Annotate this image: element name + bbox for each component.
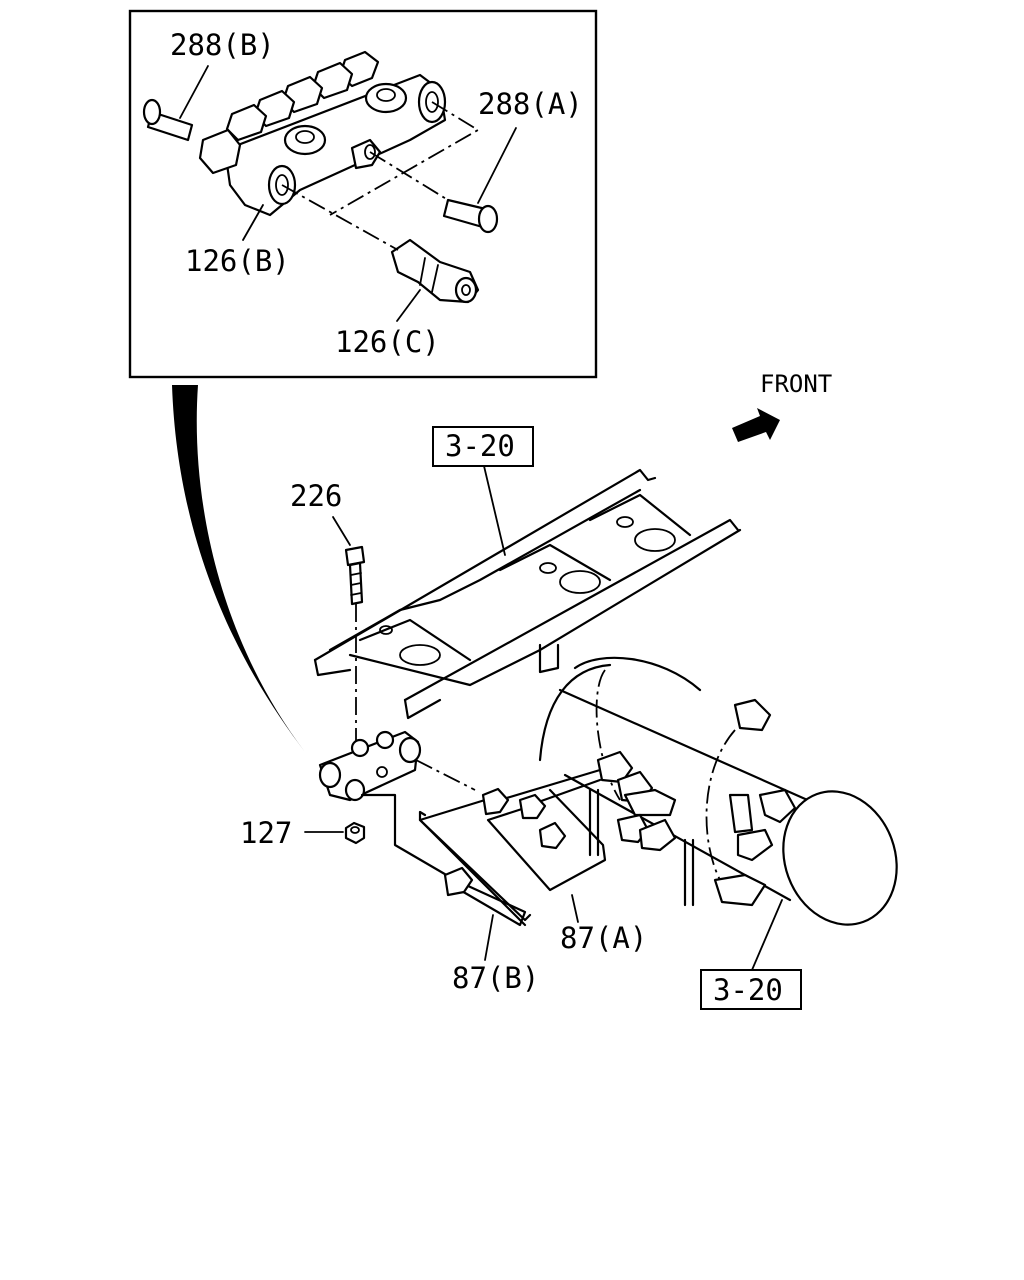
label-127: 127 — [240, 816, 292, 850]
bolt-226 — [344, 545, 366, 606]
nut-127 — [344, 821, 366, 845]
label-87a: 87(A) — [560, 921, 647, 955]
air-tank — [538, 656, 898, 926]
fitting-126c — [390, 238, 480, 304]
label-126c: 126(C) — [335, 325, 440, 359]
manifold-assembly — [318, 730, 422, 802]
pipe-87a — [418, 768, 607, 922]
front-label: FRONT — [760, 370, 832, 398]
frame-crossmember — [313, 468, 742, 720]
pin-288b — [142, 98, 194, 142]
pipe-87b — [360, 793, 527, 927]
label-288b: 288(B) — [170, 28, 275, 62]
ref-bottom-label: 3-20 — [713, 973, 783, 1007]
manifold-block-detail — [198, 50, 447, 217]
detail-inset: 288(B) 288(A) 126(B) 126(C) — [128, 9, 598, 379]
label-87b: 87(B) — [452, 961, 539, 995]
ref-box-top: 3-20 — [432, 426, 534, 467]
ref-top-label: 3-20 — [445, 429, 515, 463]
detail-callout-sweep — [172, 385, 305, 752]
pin-288a — [442, 198, 499, 234]
label-126b: 126(B) — [185, 244, 290, 278]
ref-box-bottom: 3-20 — [700, 969, 802, 1010]
label-226: 226 — [290, 479, 342, 513]
front-arrow-icon — [732, 408, 780, 442]
label-288a: 288(A) — [478, 87, 583, 121]
